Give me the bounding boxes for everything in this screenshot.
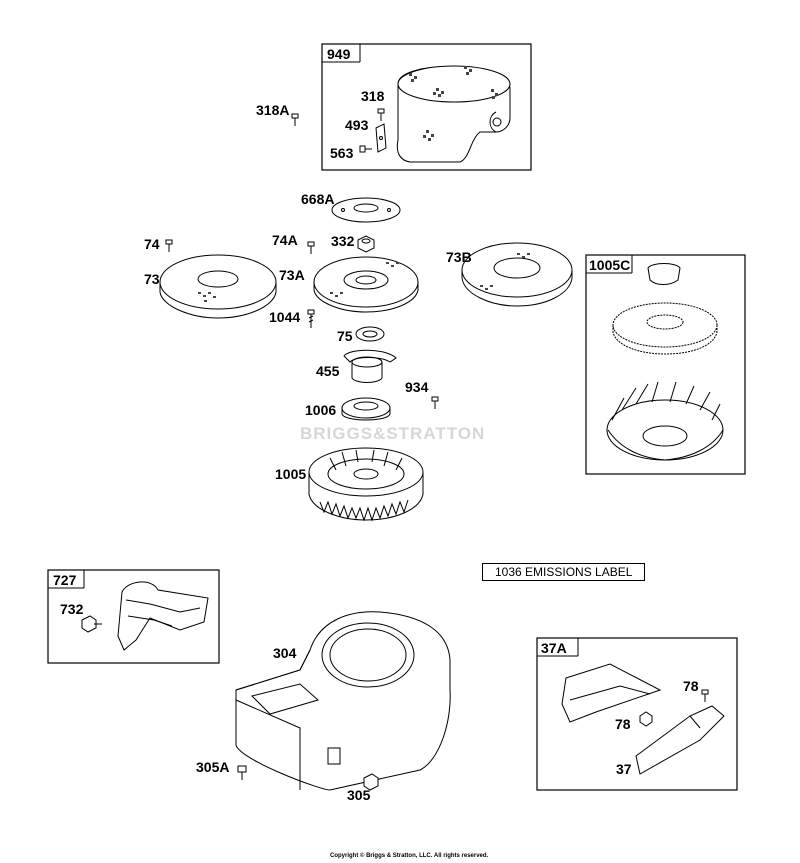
part-label-73b: 73B <box>446 249 472 265</box>
part-label-73: 73 <box>144 271 160 287</box>
part-label-732: 732 <box>60 601 84 617</box>
baffle-37 <box>635 705 725 775</box>
part-label-78-upper: 78 <box>683 678 699 694</box>
group-tag-37a: 37A <box>541 640 567 656</box>
group-tag-1005c: 1005C <box>589 257 631 273</box>
starter-cup-455 <box>343 349 397 383</box>
screw-74 <box>165 239 173 252</box>
group-box-37a <box>536 637 738 791</box>
screw-78-lower <box>639 711 653 727</box>
screw-318a <box>291 113 299 126</box>
screw-318 <box>377 108 385 121</box>
nut-332 <box>357 235 375 253</box>
part-label-318a: 318A <box>256 102 290 118</box>
group-tag-949: 949 <box>327 46 351 62</box>
part-label-1006: 1006 <box>305 402 337 418</box>
part-label-332: 332 <box>331 233 355 249</box>
part-label-74: 74 <box>144 236 160 252</box>
part-label-493: 493 <box>345 117 369 133</box>
blower-housing-304 <box>235 611 451 791</box>
part-label-75: 75 <box>337 328 353 344</box>
part-label-318: 318 <box>361 88 385 104</box>
part-label-934: 934 <box>405 379 429 395</box>
part-label-1044: 1044 <box>269 309 301 325</box>
part-label-305: 305 <box>347 787 371 803</box>
part-label-563: 563 <box>330 145 354 161</box>
screw-74a <box>307 241 315 254</box>
part-label-78-lower: 78 <box>615 716 631 732</box>
part-label-455: 455 <box>316 363 340 379</box>
brand-watermark: BRIGGS&STRATTON <box>300 424 486 443</box>
screen-73a <box>313 256 419 313</box>
screw-78-upper <box>701 689 709 702</box>
flywheel-1005 <box>308 447 424 522</box>
ring-1006 <box>341 397 391 421</box>
group-box-949 <box>321 43 532 171</box>
screw-1044 <box>307 309 315 328</box>
part-label-37: 37 <box>616 761 632 777</box>
group-box-1005c <box>585 254 746 475</box>
part-label-668a: 668A <box>301 191 335 207</box>
screen-1005c <box>612 302 718 355</box>
copyright-notice: Copyright © Briggs & Stratton, LLC. All … <box>330 853 489 859</box>
screw-305a <box>237 765 247 780</box>
bracket-493 <box>375 123 387 153</box>
shroud-piece-37a <box>561 663 662 723</box>
part-label-1005: 1005 <box>275 466 307 482</box>
plate-668a <box>331 197 401 223</box>
group-tag-727: 727 <box>53 572 77 588</box>
emissions-label-box: 1036 EMISSIONS LABEL <box>482 563 646 581</box>
part-label-304: 304 <box>273 645 297 661</box>
screen-73 <box>159 254 277 319</box>
cap-1005c <box>647 263 681 285</box>
screw-305 <box>363 773 379 791</box>
air-cleaner-cover-949 <box>396 65 511 163</box>
part-label-73a: 73A <box>279 267 305 283</box>
screw-563 <box>359 145 372 153</box>
screen-73b <box>461 242 573 307</box>
part-label-305a: 305A <box>196 759 230 775</box>
washer-75 <box>355 326 385 342</box>
group-box-727 <box>47 569 220 664</box>
flywheel-1005c <box>606 381 724 461</box>
screw-732 <box>81 615 102 633</box>
screw-934 <box>431 396 439 409</box>
air-guide-727 <box>117 581 209 651</box>
part-label-74a: 74A <box>272 232 298 248</box>
